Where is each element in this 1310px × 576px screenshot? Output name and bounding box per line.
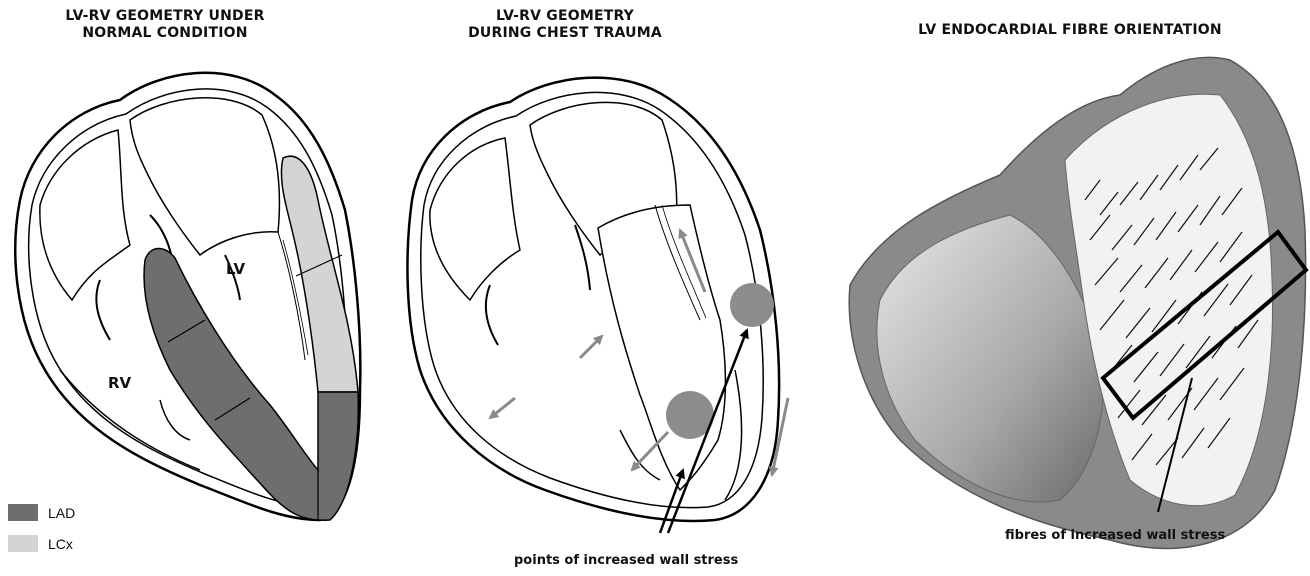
legend-label-lcx: LCx — [48, 536, 73, 552]
legend-swatch-lcx — [8, 535, 38, 552]
label-rv: RV — [108, 374, 131, 392]
caption-fibres-of-stress: fibres of increased wall stress — [1005, 528, 1225, 543]
heart-3d-model — [849, 57, 1306, 548]
heart-trauma — [407, 78, 788, 533]
legend-label-lad: LAD — [48, 505, 75, 521]
legend-swatch-lad — [8, 504, 38, 521]
legend-item-lad: LAD — [8, 504, 75, 521]
stress-point-upper — [730, 283, 774, 327]
legend-item-lcx: LCx — [8, 535, 73, 552]
caption-points-of-stress: points of increased wall stress — [514, 553, 738, 568]
heart-normal — [15, 73, 360, 520]
label-lv: LV — [226, 260, 245, 278]
